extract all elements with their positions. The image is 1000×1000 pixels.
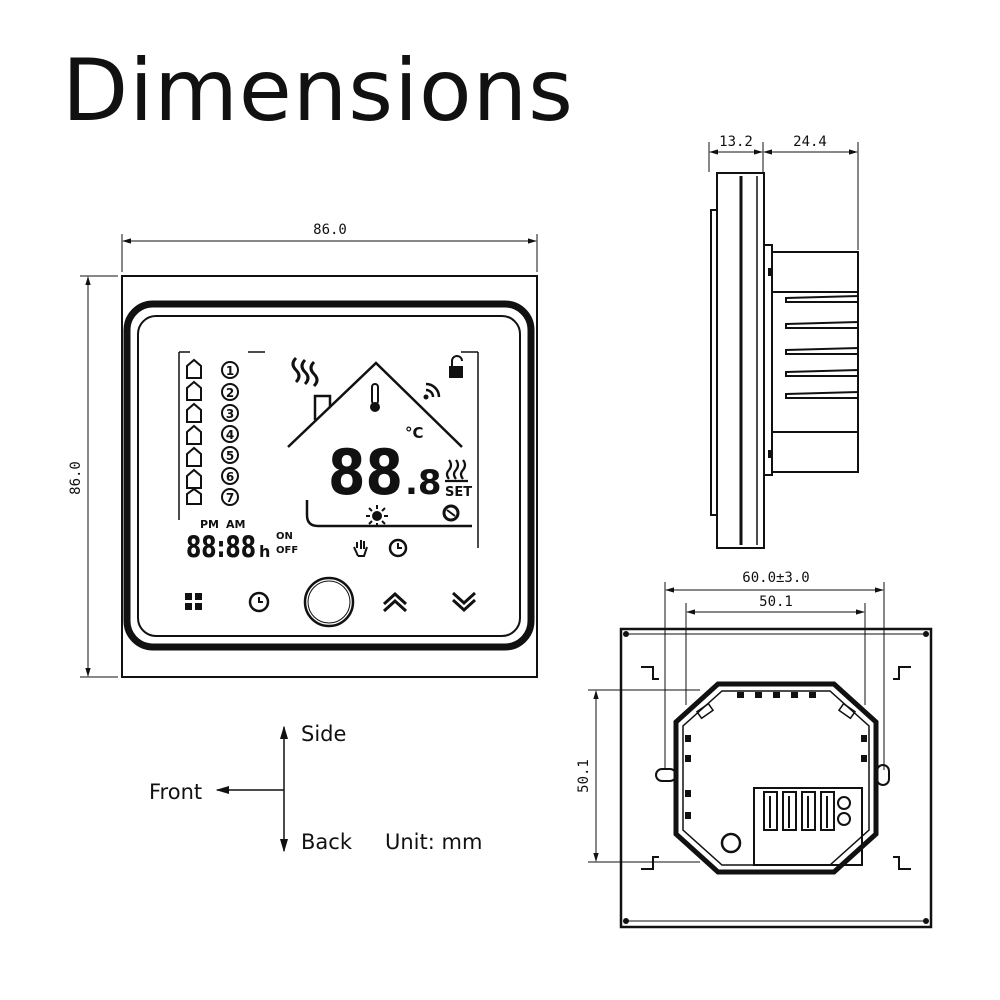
terminal-block [753, 787, 863, 866]
back-view: 60.0±3.0 50.1 50.1 [576, 570, 933, 929]
clock-digits: 88:88 [186, 530, 256, 564]
side-front-depth-label: 13.2 [719, 134, 753, 150]
back-inner-width-label: 50.1 [759, 594, 793, 610]
set-label: SET [445, 485, 472, 500]
program-icons [186, 358, 202, 505]
temperature-digits: 88 [328, 436, 403, 509]
clock-button[interactable] [248, 591, 270, 613]
off-label: OFF [276, 545, 298, 556]
heating-icon [445, 459, 468, 483]
front-outer-frame [121, 275, 538, 678]
side-view: 13.2 24.4 [708, 134, 859, 549]
program-number-6: 6 [226, 470, 234, 484]
menu-button[interactable] [185, 593, 202, 610]
back-outer-width-label: 60.0±3.0 [742, 570, 809, 586]
eco-icon [442, 504, 460, 522]
front-view: 86.0 86.0 [68, 222, 538, 678]
touch-buttons [185, 576, 477, 628]
side-label: Side [301, 722, 346, 746]
temperature-display: 88 .8 °C [328, 424, 442, 509]
program-number-5: 5 [226, 449, 234, 463]
heat-waves-icon [291, 356, 319, 388]
program-number-list: 1 2 3 4 5 6 7 [221, 361, 239, 506]
house-outline [287, 361, 472, 528]
temperature-decimal: .8 [405, 463, 442, 503]
sun-icon [366, 505, 388, 527]
back-label: Back [301, 830, 353, 854]
orientation-legend: Side Front Back Unit: mm [149, 722, 482, 854]
back-height-label: 50.1 [576, 759, 592, 793]
power-button[interactable] [303, 576, 355, 628]
back-housing [673, 681, 879, 875]
front-height-dimension: 86.0 [68, 275, 118, 678]
hand-icon [353, 540, 368, 557]
program-number-7: 7 [226, 491, 234, 505]
up-button[interactable] [382, 591, 408, 613]
back-height-dimension: 50.1 [576, 689, 700, 863]
lock-icon [449, 355, 463, 378]
program-number-4: 4 [226, 428, 234, 442]
program-number-2: 2 [226, 386, 234, 400]
unit-label: Unit: mm [385, 830, 482, 854]
front-height-label: 86.0 [68, 461, 84, 495]
mounting-slot-left [655, 768, 677, 782]
am-label: AM [226, 518, 245, 531]
unit-celsius: °C [405, 424, 424, 442]
wifi-icon [423, 382, 441, 400]
side-dimensions: 13.2 24.4 [708, 134, 859, 250]
mounting-slot-right [876, 764, 890, 786]
front-width-dimension: 86.0 [121, 222, 538, 272]
schedule-icon [388, 538, 408, 558]
page-title: Dimensions [62, 41, 574, 141]
program-number-3: 3 [226, 407, 234, 421]
side-heatsink-fins [785, 294, 859, 399]
front-label: Front [149, 780, 202, 804]
front-width-label: 86.0 [313, 222, 347, 238]
thermometer-icon [370, 383, 380, 412]
lcd-display: 1 2 3 4 5 6 7 [178, 351, 479, 564]
down-button[interactable] [451, 591, 477, 613]
pm-label: PM [200, 518, 219, 531]
on-label: ON [276, 531, 293, 542]
program-number-1: 1 [226, 364, 234, 378]
hour-unit: h [259, 542, 270, 561]
back-width-dimensions: 60.0±3.0 50.1 [664, 570, 885, 770]
side-back-depth-label: 24.4 [793, 134, 827, 150]
front-glass-panel [123, 300, 535, 651]
